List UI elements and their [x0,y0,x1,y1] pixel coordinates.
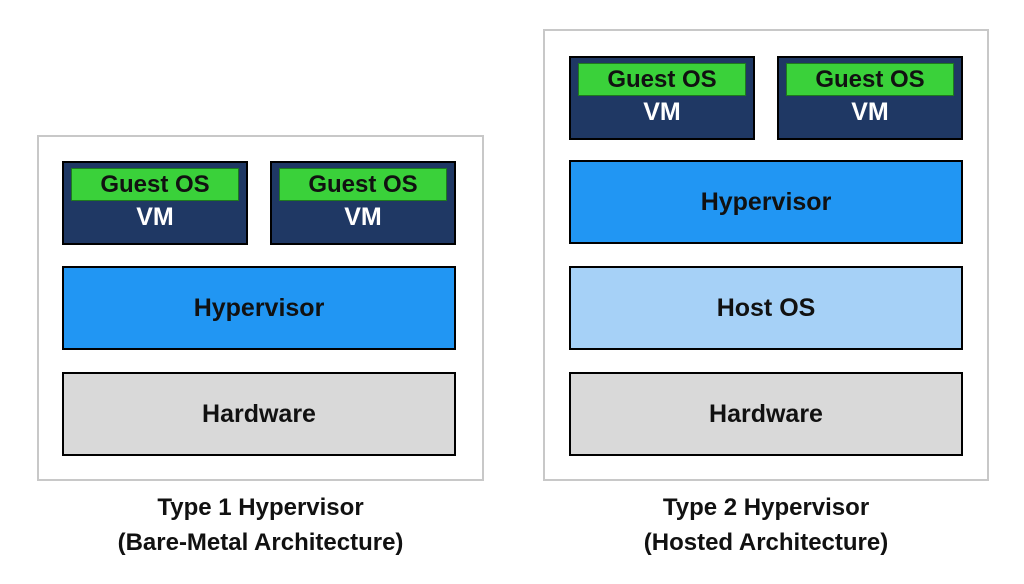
type2-caption-subtitle: (Hosted Architecture) [643,529,889,556]
type2-hypervisor-layer: Hypervisor [569,160,963,244]
type1-vm-2-guest-os: Guest OS [279,168,447,201]
type1-vm-1: Guest OS VM [62,161,248,245]
type2-hardware-layer: Hardware [569,372,963,456]
type2-hypervisor-diagram: Guest OS VM Guest OS VM Hypervisor Host … [543,29,989,481]
type1-hardware-layer: Hardware [62,372,456,456]
type2-vm-2-label: VM [851,98,889,126]
type2-caption: Type 2 Hypervisor (Hosted Architecture) [543,490,989,560]
type2-vm-2-guest-os: Guest OS [786,63,954,96]
type1-vm-1-label: VM [136,203,174,231]
type2-vm-1-label: VM [643,98,681,126]
type2-vm-1: Guest OS VM [569,56,755,140]
type1-caption-title: Type 1 Hypervisor [157,494,364,521]
type1-hypervisor-diagram: Guest OS VM Guest OS VM Hypervisor Hardw… [37,135,484,481]
type1-vm-1-guest-os: Guest OS [71,168,239,201]
type1-vm-2: Guest OS VM [270,161,456,245]
type1-caption-subtitle: (Bare-Metal Architecture) [117,529,404,556]
type1-caption: Type 1 Hypervisor (Bare-Metal Architectu… [37,490,484,560]
type2-caption-title: Type 2 Hypervisor [662,494,870,521]
type1-hypervisor-layer: Hypervisor [62,266,456,350]
type2-vm-1-guest-os: Guest OS [578,63,746,96]
type1-vm-2-label: VM [344,203,382,231]
type2-host-os-layer: Host OS [569,266,963,350]
type2-vm-2: Guest OS VM [777,56,963,140]
